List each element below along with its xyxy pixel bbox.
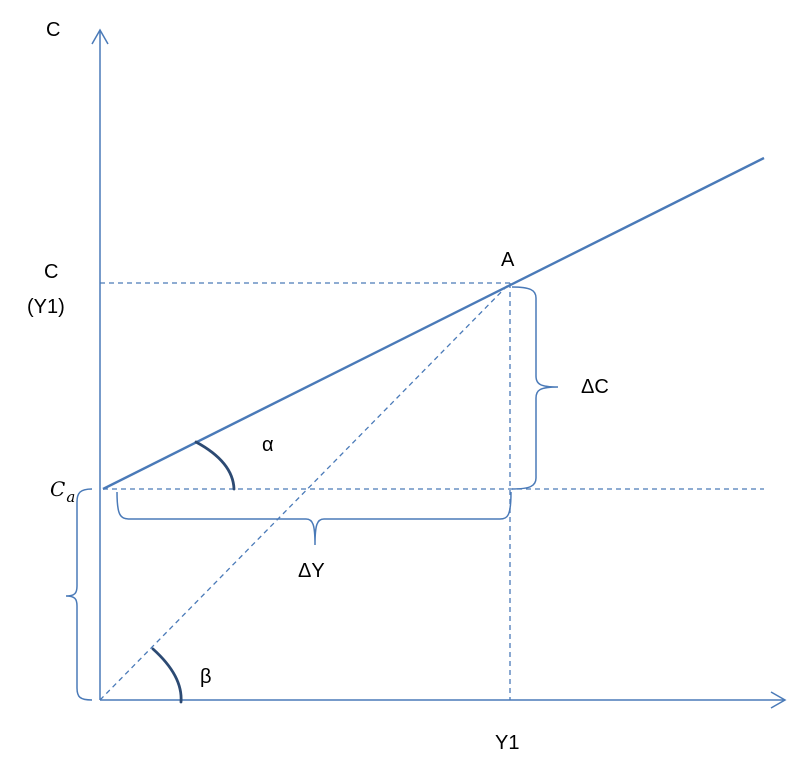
point-a-label: A — [501, 249, 515, 271]
ca-label-main: C — [50, 477, 65, 501]
c-axis-label: C — [46, 19, 60, 41]
alpha-label: α — [262, 434, 274, 456]
c-y1-label-line2: (Y1) — [27, 296, 65, 318]
delta-c-label: ΔC — [581, 376, 609, 398]
ca-label-subscript: a — [66, 488, 75, 506]
consumption-line — [102, 156, 765, 491]
y-axis-arrowhead — [91, 28, 109, 45]
alpha-angle-arc — [194, 440, 236, 491]
origin-ray-dashed-line — [99, 282, 511, 701]
y1-axis-label: Y1 — [495, 732, 519, 754]
ca-label: Ca — [50, 477, 75, 506]
delta-c-brace — [511, 286, 559, 490]
beta-label: β — [200, 666, 212, 688]
beta-angle-arc — [151, 647, 183, 704]
delta-y-brace — [116, 491, 512, 546]
c-y1-label-line1: C — [44, 261, 58, 283]
x-axis-arrowhead — [770, 691, 787, 709]
delta-y-label: ΔY — [298, 560, 325, 582]
ca-brace — [65, 488, 93, 701]
